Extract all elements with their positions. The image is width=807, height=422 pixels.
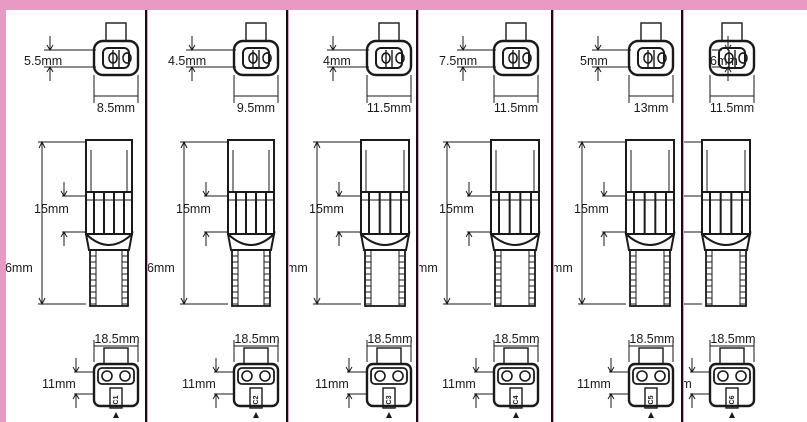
end-width-label: 18.5mm [367, 332, 412, 346]
crimp-length-label: 15mm [574, 202, 609, 216]
side-view: 56mm 15mm [148, 139, 276, 307]
terminal-code-label: C2 [253, 395, 260, 404]
end-height-label: 11mm [442, 377, 476, 391]
length-label: 56mm [419, 261, 438, 275]
end-height-label: 11mm [42, 377, 76, 391]
panel-divider [145, 10, 147, 422]
terminal-code-label: C6 [729, 395, 736, 404]
top-height-label: 6mm [710, 54, 738, 68]
terminal-code-label: C1 [113, 395, 120, 404]
end-height-label: 11mm [684, 377, 692, 391]
crimp-length-label: 15mm [176, 202, 211, 216]
end-view: C3 18.5mm 11mm [315, 332, 413, 418]
side-view: 56mm 15mm [289, 139, 411, 307]
top-height-label: 4mm [323, 54, 351, 68]
length-label: 56mm [6, 261, 33, 275]
top-height-label: 4.5mm [168, 54, 206, 68]
top-width-label: 11.5mm [710, 101, 754, 115]
top-view: 5.5mm 8.5mm [24, 22, 140, 115]
side-view: 56mm15mm [684, 139, 752, 307]
length-label: 56mm [554, 261, 573, 275]
panel-divider [551, 10, 553, 422]
terminal-code-label: C4 [513, 395, 520, 404]
terminal-panel-c6: 6mm 11.5mm 56mm15mmC6 18.5mm 11mm [684, 10, 807, 422]
terminal-drawing: 6mm 11.5mm 56mm15mmC6 18.5mm 11mm [684, 22, 756, 418]
end-width-label: 18.5mm [94, 332, 139, 346]
panel-divider [286, 10, 288, 422]
crimp-length-label: 15mm [684, 202, 685, 216]
end-height-label: 11mm [315, 377, 349, 391]
crimp-length-label: 15mm [309, 202, 344, 216]
end-view: C4 18.5mm 11mm [442, 332, 540, 418]
length-label: 56mm [289, 261, 308, 275]
side-view: 56mm 15mm [6, 139, 134, 307]
end-view: C6 18.5mm 11mm [684, 332, 756, 418]
crimp-length-label: 15mm [34, 202, 69, 216]
end-view: C2 18.5mm 11mm [182, 332, 280, 418]
end-height-label: 11mm [182, 377, 216, 391]
terminal-code-label: C3 [386, 395, 393, 404]
top-view: 5mm 13mm [580, 22, 675, 115]
end-width-label: 18.5mm [234, 332, 279, 346]
panel-divider [681, 10, 683, 422]
top-width-label: 11.5mm [367, 101, 411, 115]
end-view: C5 18.5mm 11mm [577, 332, 675, 418]
top-height-label: 5.5mm [24, 54, 62, 68]
top-width-label: 13mm [634, 101, 669, 115]
end-width-label: 18.5mm [494, 332, 539, 346]
top-width-label: 8.5mm [97, 101, 135, 115]
top-height-label: 5mm [580, 54, 608, 68]
end-view: C1 18.5mm 11mm [42, 332, 140, 418]
crimp-length-label: 15mm [439, 202, 474, 216]
terminal-code-label: C5 [648, 395, 655, 404]
end-width-label: 18.5mm [629, 332, 674, 346]
panel-divider [416, 10, 418, 422]
top-width-label: 9.5mm [237, 101, 275, 115]
top-view: 4mm 11.5mm [323, 22, 413, 115]
top-view: 4.5mm 9.5mm [168, 22, 280, 115]
top-view: 7.5mm 11.5mm [439, 22, 540, 115]
length-label: 56mm [148, 261, 175, 275]
side-view: 56mm 15mm [554, 139, 676, 307]
top-view: 6mm 11.5mm [708, 22, 756, 115]
end-width-label: 18.5mm [710, 332, 755, 346]
end-height-label: 11mm [577, 377, 611, 391]
side-view: 56mm 15mm [419, 139, 541, 307]
top-height-label: 7.5mm [439, 54, 477, 68]
top-width-label: 11.5mm [494, 101, 538, 115]
